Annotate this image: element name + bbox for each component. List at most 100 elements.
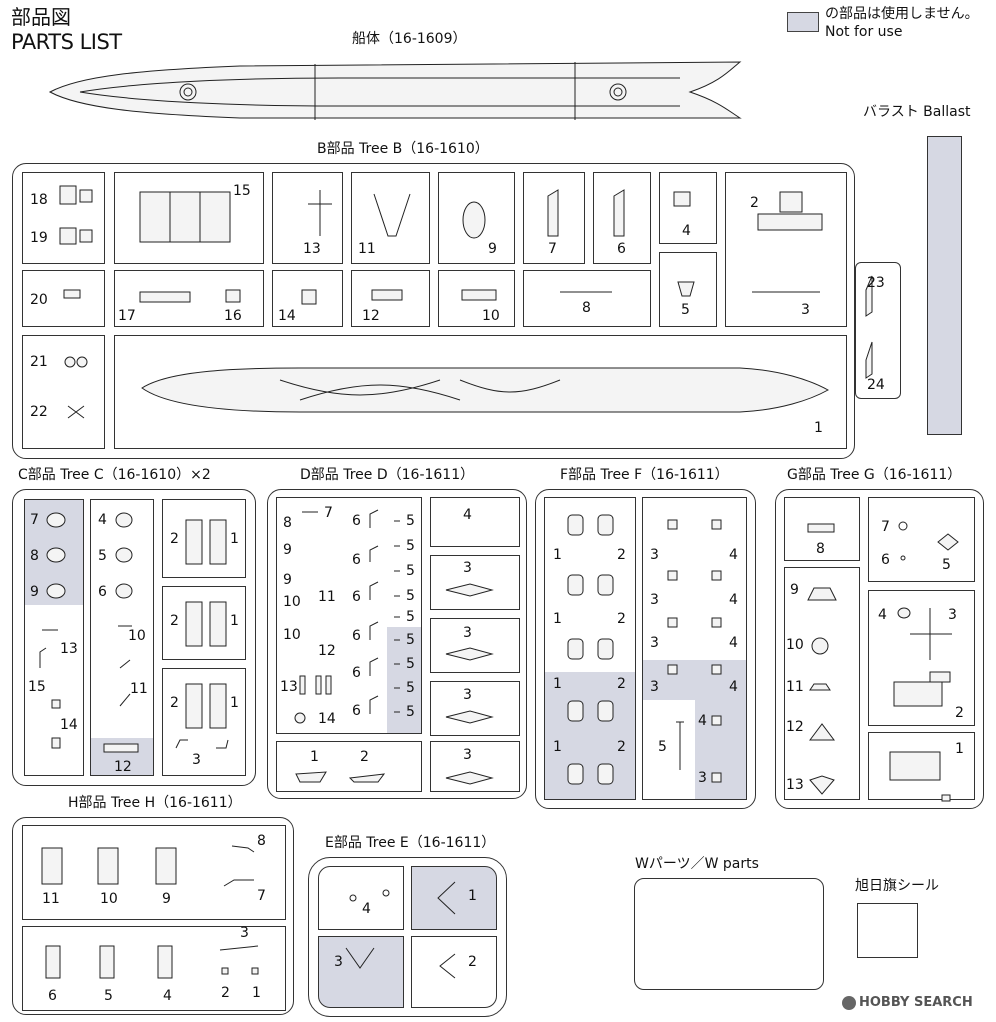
- tree-g-label: 3: [948, 607, 957, 623]
- tree-b-label: 13: [303, 241, 321, 257]
- tree-f-label: 1: [553, 611, 562, 627]
- tree-g-label: 2: [955, 705, 964, 721]
- tree-e-parts: [345, 881, 456, 979]
- tree-c-label: 6: [98, 584, 107, 600]
- tree-h-cell: [22, 825, 286, 920]
- sticker-box: [857, 903, 918, 958]
- tree-c-label: 1: [230, 695, 239, 711]
- tree-f-label: 4: [729, 592, 738, 608]
- tree-d-title: D部品 Tree D（16-1611）: [300, 467, 475, 483]
- tree-g-title: G部品 Tree G（16-1611）: [787, 467, 962, 483]
- tree-c-parts: [39, 512, 229, 753]
- tree-e-cell: [318, 936, 404, 1008]
- tree-h-label: 8: [257, 833, 266, 849]
- tree-d-label: 5: [406, 704, 415, 720]
- tree-b-label: 17: [118, 308, 136, 324]
- tree-e-cell: [318, 866, 404, 930]
- tree-d-cell: [430, 618, 520, 673]
- tree-c-label: 15: [28, 679, 46, 695]
- tree-f-label: 2: [617, 676, 626, 692]
- tree-c-cell: [162, 586, 246, 660]
- tree-f-label: 3: [650, 635, 659, 651]
- legend-en: Not for use: [825, 24, 903, 40]
- tree-f-label: 2: [617, 611, 626, 627]
- tree-d-label: 5: [406, 563, 415, 579]
- tree-d-cell: [430, 497, 520, 547]
- tree-d-label: 5: [406, 588, 415, 604]
- tree-h-label: 1: [252, 985, 261, 1001]
- tree-g-label: 5: [942, 557, 951, 573]
- tree-f-title: F部品 Tree F（16-1611）: [560, 467, 729, 483]
- tree-b-parts: [59, 185, 873, 419]
- watermark-logo-icon: [842, 996, 856, 1010]
- tree-h-parts: [41, 845, 259, 979]
- tree-b-cell: [523, 172, 585, 264]
- tree-d-label: 4: [463, 507, 472, 523]
- tree-b-title: B部品 Tree B（16-1610）: [317, 141, 489, 157]
- tree-d-label: 6: [352, 552, 361, 568]
- tree-f-label: 3: [650, 679, 659, 695]
- tree-e-label: 1: [468, 888, 477, 904]
- tree-d-cell: [387, 627, 421, 733]
- tree-d-label: 5: [406, 632, 415, 648]
- tree-d-label: 8: [283, 515, 292, 531]
- tree-f-label: 5: [658, 739, 667, 755]
- legend-swatch: [787, 12, 819, 32]
- tree-h-label: 6: [48, 988, 57, 1004]
- tree-h-label: 9: [162, 891, 171, 907]
- tree-d-label: 6: [352, 513, 361, 529]
- tree-c-cell: [162, 499, 246, 578]
- tree-c-label: 13: [60, 641, 78, 657]
- tree-d-label: 3: [463, 747, 472, 763]
- tree-b-cell: [659, 172, 717, 244]
- tree-e-label: 4: [362, 901, 371, 917]
- tree-f-label: 1: [553, 676, 562, 692]
- tree-f-label: 3: [650, 592, 659, 608]
- tree-b-label: 16: [224, 308, 242, 324]
- tree-d-cell: [276, 741, 422, 792]
- tree-h-label: 11: [42, 891, 60, 907]
- tree-d-label: 5: [406, 609, 415, 625]
- tree-d-label: 5: [406, 680, 415, 696]
- hull-title: 船体（16-1609）: [352, 31, 467, 47]
- tree-c-label: 11: [130, 681, 148, 697]
- tree-d-label: 3: [463, 560, 472, 576]
- ballast-plate: [927, 136, 962, 435]
- tree-b-label: 18: [30, 192, 48, 208]
- tree-f-parts: [567, 514, 722, 785]
- tree-f-label: 1: [553, 739, 562, 755]
- legend-ja: の部品は使用しません。: [825, 6, 979, 22]
- tree-d-parts: [294, 509, 494, 785]
- tree-b-label: 9: [488, 241, 497, 257]
- tree-e-cell: [411, 936, 497, 1008]
- tree-b-label: 2: [750, 195, 759, 211]
- tree-g-label: 8: [816, 541, 825, 557]
- tree-b-side-frame: [855, 262, 901, 399]
- tree-c-cell: [90, 499, 154, 776]
- tree-b-label: 20: [30, 292, 48, 308]
- tree-c-label: 3: [192, 752, 201, 768]
- tree-h-label: 4: [163, 988, 172, 1004]
- tree-b-label: 12: [362, 308, 380, 324]
- tree-g-cell: [868, 497, 975, 582]
- tree-h-title: H部品 Tree H（16-1611）: [68, 795, 242, 811]
- tree-d-cell: [430, 555, 520, 610]
- tree-e-label: 3: [334, 954, 343, 970]
- tree-b-label: 6: [617, 241, 626, 257]
- tree-c-cell: [162, 668, 246, 776]
- tree-e-label: 2: [468, 954, 477, 970]
- tree-b-cell: [272, 172, 343, 264]
- watermark-text: HOBBY SEARCH: [859, 995, 973, 1010]
- tree-f-label: 3: [650, 547, 659, 563]
- tree-f-cell: [643, 660, 746, 700]
- ballast-title: バラスト Ballast: [863, 104, 971, 120]
- tree-b-label: 14: [278, 308, 296, 324]
- tree-d-cell: [430, 681, 520, 736]
- tree-b-label: 22: [30, 404, 48, 420]
- tree-c-label: 10: [128, 628, 146, 644]
- tree-g-parts: [807, 521, 959, 802]
- tree-b-cell: [523, 270, 651, 327]
- tree-f-label: 2: [617, 739, 626, 755]
- tree-d-label: 6: [352, 703, 361, 719]
- tree-d-label: 6: [352, 628, 361, 644]
